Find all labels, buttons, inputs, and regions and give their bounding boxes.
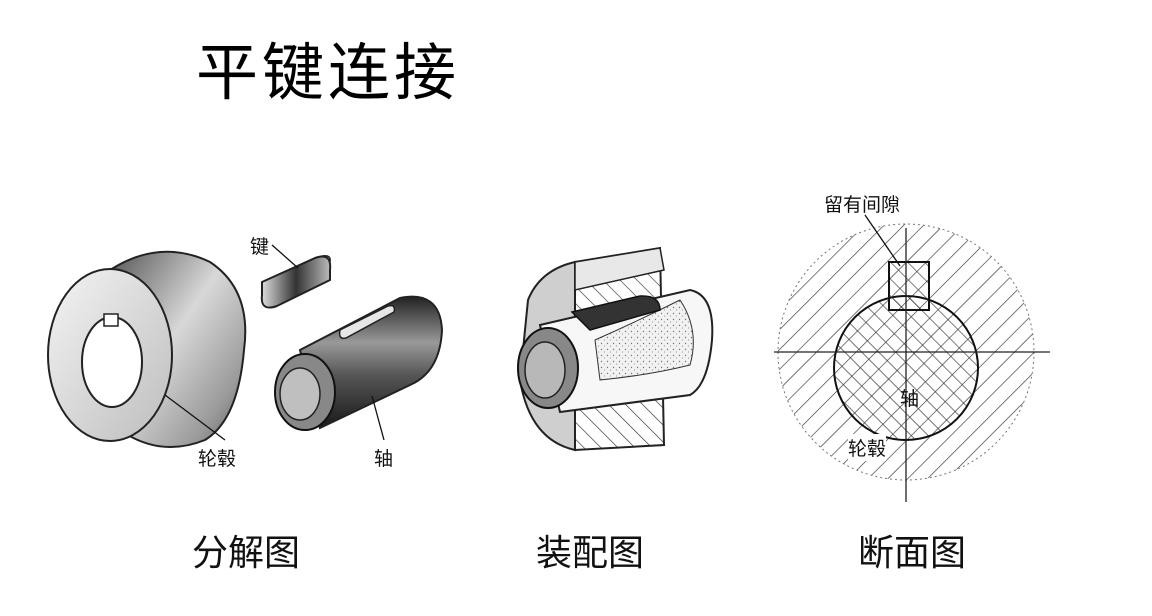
assembly-view — [517, 246, 714, 452]
page-title: 平键连接 — [196, 36, 461, 109]
key-label: 键 — [250, 236, 270, 258]
shaft-label: 轴 — [374, 448, 394, 470]
hub-part — [47, 250, 247, 449]
section-shaft-label: 轴 — [900, 388, 920, 410]
hub-label: 轮毂 — [198, 448, 237, 470]
section-view — [774, 214, 1050, 502]
section-caption: 断面图 — [858, 533, 967, 574]
section-hub-label: 轮毂 — [848, 434, 887, 461]
clearance-label: 留有间隙 — [824, 194, 901, 216]
exploded-caption: 分解图 — [192, 533, 301, 574]
shaft-part — [274, 295, 444, 441]
assembly-caption: 装配图 — [536, 533, 645, 574]
key-part — [260, 244, 332, 309]
exploded-view — [47, 244, 444, 449]
